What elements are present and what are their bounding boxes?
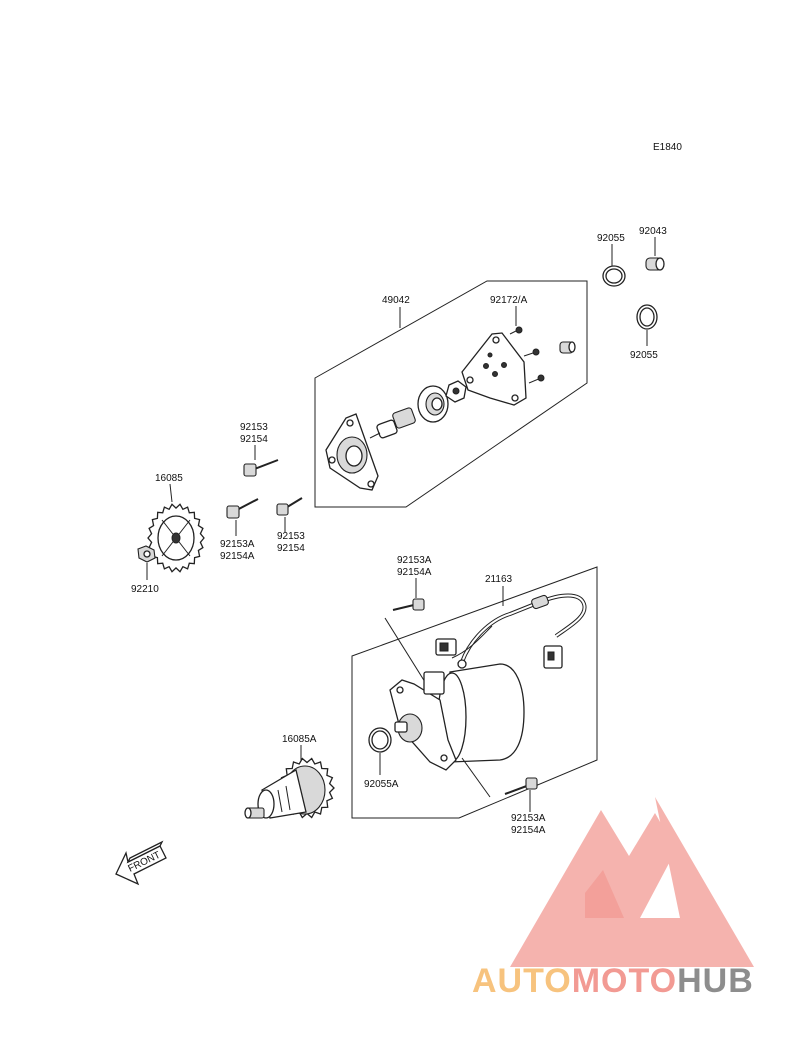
label-92154A-bottom[interactable]: 92154A — [511, 825, 546, 836]
label-92172[interactable]: 92172/A — [490, 295, 528, 306]
screw-small-b — [528, 374, 545, 384]
automotohub-watermark: AUTOMOTOHUB — [472, 962, 754, 1001]
label-92153A-bottom[interactable]: 92153A — [511, 813, 546, 824]
label-92154-a1[interactable]: 92154 — [240, 434, 268, 445]
automotohub-logo-mark — [510, 797, 754, 967]
front-direction-arrow: FRONT — [115, 840, 167, 886]
screw-small-a — [523, 348, 540, 357]
label-92153-a1[interactable]: 92153 — [240, 422, 268, 433]
label-92153-a2[interactable]: 92153 — [277, 531, 305, 542]
label-92055A[interactable]: 92055A — [364, 779, 399, 790]
diagram-code-label: E1840 — [653, 142, 682, 153]
label-49042[interactable]: 49042 — [382, 295, 410, 306]
label-92043[interactable]: 92043 — [639, 226, 667, 237]
bolt-92153-a2 — [276, 497, 303, 516]
pump-cover-plate — [461, 332, 527, 406]
label-92153A-mid[interactable]: 92153A — [397, 555, 432, 566]
sprocket-16085 — [147, 503, 205, 573]
bolt-92153A-mid — [392, 598, 425, 611]
pump-shaft — [369, 407, 416, 439]
label-92210[interactable]: 92210 — [131, 584, 159, 595]
starter-wiring-harness — [435, 593, 587, 669]
starter-clutch-16085A — [244, 757, 335, 819]
label-92153A-left[interactable]: 92153A — [220, 539, 255, 550]
oil-pump-assembly-frame — [314, 280, 588, 508]
dowel-pin — [559, 341, 576, 354]
bolt-92153A-left — [226, 498, 259, 519]
watermark-moto: MOTO — [571, 962, 678, 1000]
label-21163[interactable]: 21163 — [485, 574, 513, 585]
label-16085[interactable]: 16085 — [155, 473, 183, 484]
screw-92172 — [509, 326, 523, 335]
label-92055-right[interactable]: 92055 — [630, 350, 658, 361]
collar-92043 — [645, 257, 665, 271]
label-92154-a2[interactable]: 92154 — [277, 543, 305, 554]
label-92055-top[interactable]: 92055 — [597, 233, 625, 244]
watermark-auto: AUTO — [472, 962, 572, 1000]
nut-92210 — [137, 545, 156, 563]
watermark-hub: HUB — [677, 962, 754, 1000]
label-16085A[interactable]: 16085A — [282, 734, 317, 745]
outer-rotor — [417, 385, 449, 423]
bolt-92153A-bottom — [504, 777, 538, 795]
pump-body — [325, 413, 379, 491]
label-92154A-mid[interactable]: 92154A — [397, 567, 432, 578]
starter-motor — [389, 663, 525, 771]
bolt-92153-a1 — [243, 459, 279, 477]
label-92154A-left[interactable]: 92154A — [220, 551, 255, 562]
inner-rotor — [445, 380, 467, 403]
